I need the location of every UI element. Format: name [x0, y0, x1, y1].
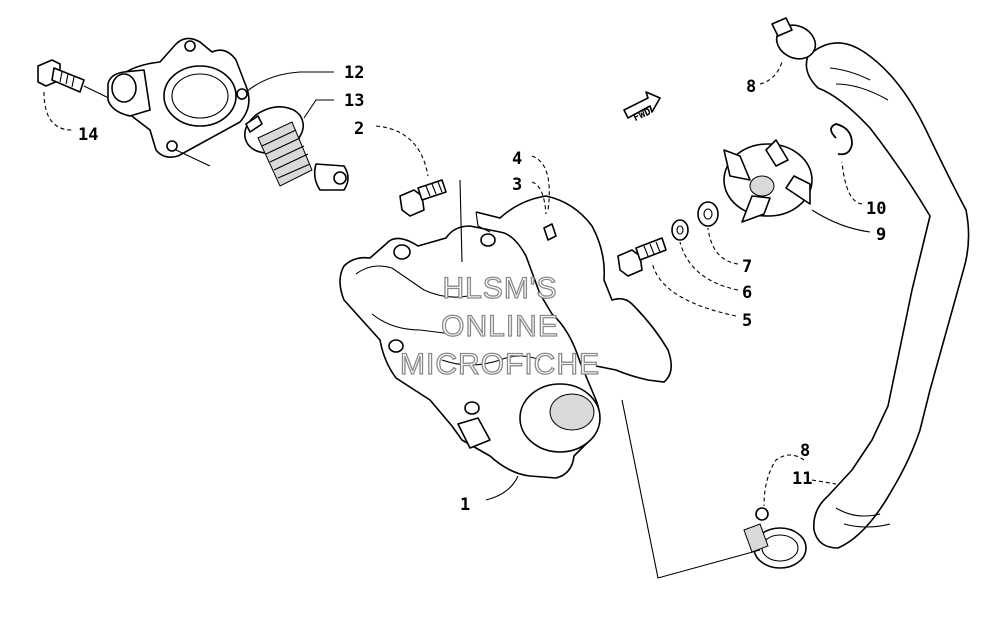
part-12-thermostat-housing[interactable]	[107, 37, 250, 167]
callout-3: 3	[512, 175, 522, 195]
leader-lines	[43, 61, 871, 579]
callout-11: 11	[792, 469, 812, 489]
callout-2: 2	[354, 119, 364, 139]
callout-14: 14	[78, 125, 98, 145]
callout-12: 12	[344, 63, 364, 83]
part-13-thermostat[interactable]	[238, 99, 349, 191]
callout-4: 4	[512, 149, 522, 169]
part-7-seal[interactable]	[697, 201, 719, 227]
callout-1: 1	[460, 495, 470, 515]
part-9-impeller[interactable]	[723, 139, 813, 223]
part-5-bolt[interactable]	[617, 237, 667, 277]
callout-5: 5	[742, 311, 752, 331]
part-10-circlip[interactable]	[830, 123, 853, 156]
svg-text:HLSM'S: HLSM'S	[442, 272, 557, 305]
part-8-hose-clamp-top[interactable]	[771, 17, 821, 65]
callout-13: 13	[344, 91, 364, 111]
callout-8-bottom: 8	[800, 441, 810, 461]
callout-9: 9	[876, 225, 886, 245]
part-3-pin[interactable]	[543, 223, 557, 241]
svg-text:ONLINE: ONLINE	[441, 310, 559, 343]
callout-6: 6	[742, 283, 752, 303]
part-11-coolant-hose[interactable]	[805, 42, 970, 549]
watermark: HLSM'S ONLINE MICROFICHE	[399, 271, 600, 381]
callout-10: 10	[866, 199, 886, 219]
callout-7: 7	[742, 257, 752, 277]
part-6-washer[interactable]	[671, 219, 689, 241]
forward-direction-arrow: FWD	[623, 91, 661, 124]
callout-8-top: 8	[746, 77, 756, 97]
part-4-gasket[interactable]	[475, 195, 672, 383]
callout-labels: 1 2 3 4 5 6 7 8 8 9 10 11 12 13 14	[78, 63, 886, 515]
part-8-hose-clamp-bottom[interactable]	[743, 507, 807, 569]
part-1-water-pump-housing[interactable]	[339, 225, 601, 479]
svg-text:MICROFICHE: MICROFICHE	[400, 348, 600, 381]
part-2-bolt[interactable]	[399, 179, 447, 217]
